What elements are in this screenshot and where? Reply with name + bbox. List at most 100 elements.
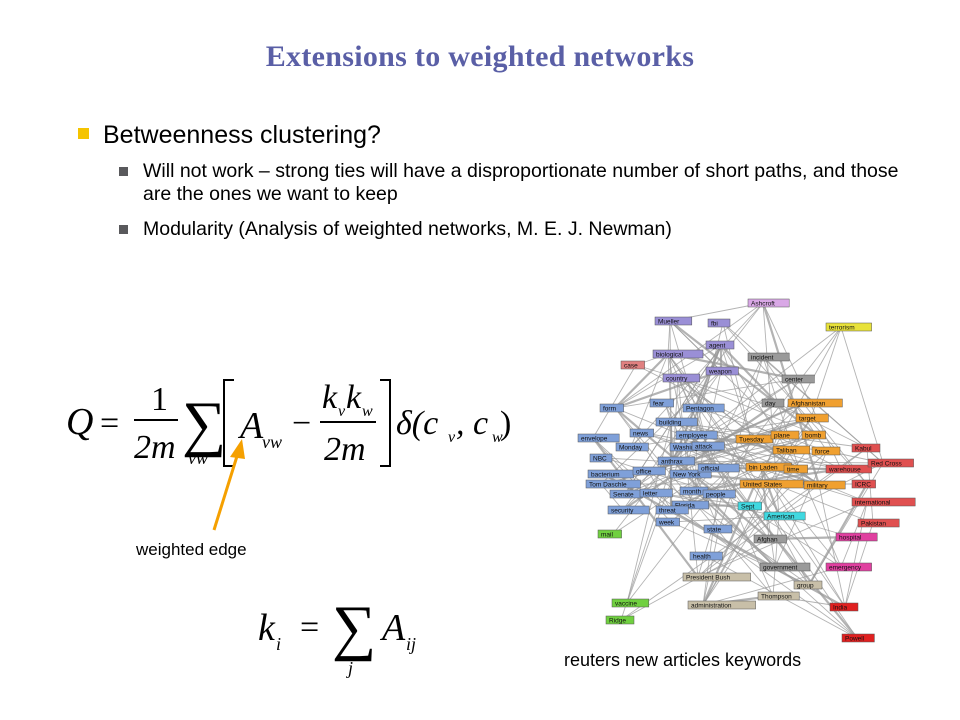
network-node: Afghanistan <box>787 398 843 408</box>
network-node-label: emergency <box>829 565 862 572</box>
network-node-label: agent <box>709 343 725 350</box>
network-node: Sept <box>737 501 762 511</box>
network-node: vaccine <box>611 598 650 608</box>
formula-k-sub: i <box>276 634 281 654</box>
formula-q-sum-sub: vw <box>188 448 208 468</box>
network-node-label: center <box>785 377 804 384</box>
network-node-box <box>783 464 808 474</box>
network-node-box <box>761 398 785 408</box>
network-node-label: warehouse <box>828 467 861 474</box>
network-edge <box>840 326 884 464</box>
network-node-label: form <box>603 406 616 413</box>
left-bracket <box>223 379 234 467</box>
formula-k-k: k <box>258 607 276 649</box>
network-node-label: threat <box>659 508 676 515</box>
network-node: President Bush <box>682 572 751 582</box>
network-node-box <box>702 489 736 499</box>
network-node-box <box>671 500 710 510</box>
network-node: employee <box>675 430 718 440</box>
network-node-label: day <box>765 401 776 408</box>
square-bullet-icon <box>119 225 128 234</box>
network-node: administration <box>687 600 756 610</box>
modularity-formula: Q = 1 2m ∑ vw A vw − k v k w 2m δ(c v , … <box>66 379 511 468</box>
square-bullet-icon <box>119 167 128 176</box>
network-node-box <box>577 433 620 443</box>
network-node: weapon <box>705 366 739 376</box>
square-bullet-icon <box>78 128 89 139</box>
network-node-label: biological <box>656 352 684 359</box>
network-edge <box>702 566 842 606</box>
network-node-label: plane <box>774 433 790 440</box>
network-node-box <box>682 403 725 413</box>
network-node: form <box>599 403 624 413</box>
network-node: Powell <box>841 633 875 643</box>
network-node: Tuesday <box>735 434 774 444</box>
network-edge <box>702 493 719 606</box>
formula-q-a-sub: vw <box>262 432 282 452</box>
network-node-label: hospital <box>839 535 862 542</box>
network-node-box <box>611 598 650 608</box>
network-node: anthrax <box>657 456 696 466</box>
network-node-box <box>703 524 733 534</box>
network-node: incident <box>747 352 790 362</box>
network-node: American <box>763 511 806 521</box>
network-node-label: Kabul <box>855 446 872 453</box>
formula-k-eq: = <box>300 609 319 646</box>
network-node-box <box>585 479 641 489</box>
network-node-label: official <box>701 466 720 473</box>
network-node: Pentagon <box>682 403 725 413</box>
network-node-label: security <box>611 508 634 515</box>
network-node-label: Powell <box>845 636 865 643</box>
formula-q-comma: , c <box>456 405 488 442</box>
network-node-box <box>675 430 718 440</box>
network-node-label: Afghanistan <box>791 401 826 408</box>
network-node-box <box>770 430 800 440</box>
network-node-label: Ridge <box>609 618 626 625</box>
network-node-box <box>867 458 914 468</box>
sub-bullet-list: Will not work – strong ties will have a … <box>78 160 908 241</box>
network-node-box <box>747 298 790 308</box>
network-node: building <box>655 417 698 427</box>
network-node-box <box>747 352 790 362</box>
network-node: fbi <box>707 318 731 328</box>
network-node: news <box>629 428 654 438</box>
formula-q-den: 2m <box>134 429 176 466</box>
network-node-label: group <box>797 583 814 590</box>
network-node-label: mail <box>601 532 613 539</box>
network-node-box <box>851 479 876 489</box>
network-node-label: target <box>799 416 816 423</box>
network-node-label: government <box>763 565 798 572</box>
network-node-box <box>781 374 815 384</box>
network-node-box <box>705 340 735 350</box>
network-node-label: people <box>706 492 726 499</box>
network-edge <box>612 434 692 535</box>
network-node: NBC <box>589 453 613 463</box>
network-edge <box>614 378 798 409</box>
formula-q-num: 1 <box>151 381 168 418</box>
network-edge <box>654 492 858 639</box>
formula-q-delta: δ(c <box>396 405 438 442</box>
formula-q-close: ) <box>500 405 511 442</box>
network-node-box <box>649 398 674 408</box>
network-node-label: country <box>666 376 688 383</box>
degree-formula: k i = ∑ j A ij <box>258 594 416 678</box>
formula-q-k1: k <box>322 379 338 416</box>
network-node-box <box>615 442 649 452</box>
network-node: threat <box>655 505 689 515</box>
network-node: official <box>697 463 740 473</box>
network-node: government <box>759 562 811 572</box>
network-node-label: Thompson <box>761 594 792 601</box>
network-edge <box>667 353 842 568</box>
right-bracket <box>380 379 391 467</box>
main-bullet-text: Betweenness clustering? <box>103 121 381 149</box>
network-node-label: Pakistan <box>861 521 886 528</box>
network-node-label: case <box>624 363 638 370</box>
network-node-label: bacterium <box>591 472 620 479</box>
network-node: India <box>829 602 859 612</box>
network-node-box <box>739 479 804 489</box>
network-node: people <box>702 489 736 499</box>
network-edge <box>718 438 752 530</box>
network-node: day <box>761 398 785 408</box>
